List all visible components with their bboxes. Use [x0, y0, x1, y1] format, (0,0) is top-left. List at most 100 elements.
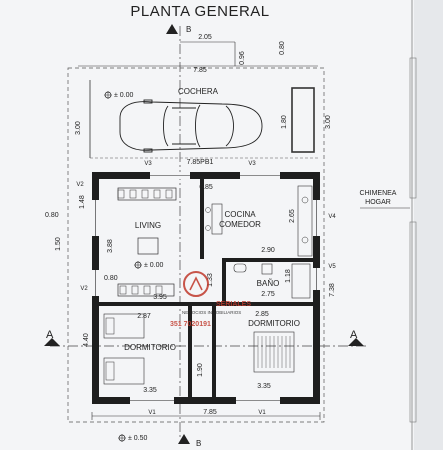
section-a-right-label: A	[350, 329, 358, 341]
living-area: 6.85 LIVING 3.88 1.48 0.80 1.50 ± 0.00 0…	[45, 184, 213, 301]
room-bano: BAÑO	[257, 279, 280, 288]
dim-3-00-right: 3.00	[325, 115, 332, 129]
dim-3-88: 3.88	[107, 239, 114, 253]
section-a-right-marker: A	[348, 329, 364, 346]
level-cochera: ± 0.00	[114, 92, 134, 99]
level-marker-cochera: ± 0.00	[104, 91, 134, 99]
adjacent-wall-bottom	[409, 221, 417, 423]
opening-v2-mid: V2	[80, 286, 88, 292]
watermark-brand: SERIALES	[216, 301, 251, 308]
adjacent-wall-top	[409, 57, 417, 199]
level-marker-living: ± 0.00	[134, 261, 164, 269]
dim-7-85-top: 7.85	[193, 67, 207, 74]
level-marker-exterior: ± 0.50	[118, 434, 148, 442]
dim-3-95: 3.95	[153, 294, 167, 301]
section-b-bottom-marker: B	[178, 434, 201, 448]
dim-1-90: 1.90	[197, 363, 204, 377]
wall-bath-top	[222, 258, 313, 262]
dim-3-35-left: 3.35	[143, 387, 157, 394]
note-hogar: HOGAR	[365, 199, 391, 206]
dim-7-85-pb1: 7.85PB1	[187, 159, 214, 166]
dining-table	[211, 203, 223, 235]
dim-1-50: 1.50	[55, 237, 62, 251]
window-lines	[95, 175, 317, 401]
kitchen-counter	[297, 185, 313, 257]
dim-0-80-left: 0.80	[45, 212, 59, 219]
watermark-phone: 351 7020191	[170, 321, 211, 328]
room-living: LIVING	[135, 221, 161, 230]
wall-north	[92, 172, 320, 179]
car-icon	[119, 99, 263, 153]
dim-1-33: 1.33	[207, 273, 214, 287]
opening-v3-left: V3	[144, 161, 152, 167]
cochera-storage	[291, 87, 315, 153]
section-b-bottom-label: B	[196, 439, 201, 448]
bottom-dimension: 7.85	[91, 409, 321, 420]
dim-1-48: 1.48	[79, 195, 86, 209]
opening-v4: V4	[328, 214, 336, 220]
room-comedor: COMEDOR	[219, 220, 261, 229]
dim-1-80: 1.80	[281, 115, 288, 129]
top-dimension-block: 2.05 0.96 0.80 7.85	[78, 34, 318, 74]
bedroom-right-area: 2.85 DORMITORIO 3.35	[248, 311, 300, 390]
dim-0-80-top: 0.80	[279, 41, 286, 55]
sofa-bottom	[117, 283, 175, 297]
dim-7-85-bottom: 7.85	[203, 409, 217, 416]
room-dormitorio-right: DORMITORIO	[248, 319, 300, 328]
level-living: ± 0.00	[144, 262, 164, 269]
dim-1-18: 1.18	[285, 269, 292, 283]
dim-2-85: 2.85	[255, 311, 269, 318]
bed-right-hatch	[257, 336, 291, 368]
dim-2-65: 2.65	[289, 209, 296, 223]
dim-6-85: 6.85	[199, 184, 213, 191]
kitchen-dining-area: COCINA COMEDOR 2.65 2.90	[205, 185, 313, 257]
dim-0-80-living: 0.80	[104, 275, 118, 282]
bed-left-top	[103, 313, 145, 339]
opening-v2-top: V2	[76, 182, 84, 188]
room-dormitorio-left: DORMITORIO	[124, 343, 176, 352]
dim-3-35-right: 3.35	[257, 383, 271, 390]
wall-hall-left	[188, 302, 192, 397]
section-b-top-label: B	[186, 25, 191, 34]
section-a-left-marker: A	[44, 329, 60, 346]
dim-2-90: 2.90	[261, 247, 275, 254]
note-chimenea: CHIMENEA	[360, 190, 397, 197]
bed-left-bottom	[103, 357, 145, 385]
wall-hall-right	[212, 302, 216, 397]
dim-2-75: 2.75	[261, 291, 275, 298]
wall-bath-left	[222, 258, 226, 304]
wall-bedrooms-top	[99, 302, 313, 306]
realtor-watermark: SERIALES 351 7020191 NEGOCIOS INMOBILIAR…	[170, 271, 251, 328]
watermark-tagline: NEGOCIOS INMOBILIARIOS	[182, 310, 241, 315]
opening-v3-right: V3	[248, 161, 256, 167]
hall-area: 1.90	[197, 363, 204, 377]
dim-3-00-left: 3.00	[75, 121, 82, 135]
bedroom-left-area: 2.87 DORMITORIO 3.35 4.40	[83, 313, 176, 394]
section-a-left-label: A	[46, 329, 54, 341]
plan-title: PLANTA GENERAL	[130, 3, 269, 20]
opening-v1-right: V1	[258, 410, 266, 416]
watermark-logo-icon	[183, 271, 209, 297]
scan-edge	[414, 0, 443, 450]
dim-4-40: 4.40	[83, 333, 90, 347]
room-cochera: COCHERA	[178, 87, 219, 96]
cochera-area: COCHERA ± 0.00 3.00 3.00 1.80 7.85PB1 V3…	[75, 80, 332, 167]
shower-icon	[291, 263, 311, 299]
opening-v1-left: V1	[148, 410, 156, 416]
toilet-icon	[233, 263, 247, 273]
room-cocina: COCINA	[224, 210, 256, 219]
sink-icon	[261, 263, 273, 275]
bathroom-area: BAÑO 2.75 1.33 1.18 7.38	[207, 263, 336, 299]
wall-south	[92, 397, 320, 404]
coffee-table	[137, 237, 159, 255]
dim-0-96: 0.96	[239, 51, 246, 65]
lot-boundary	[67, 67, 325, 423]
bed-right	[253, 331, 295, 373]
wall-living-kitchen	[200, 179, 204, 259]
dim-7-38: 7.38	[329, 283, 336, 297]
dim-2-05: 2.05	[198, 34, 212, 41]
section-b-top-marker: B	[166, 24, 191, 34]
level-exterior: ± 0.50	[128, 435, 148, 442]
